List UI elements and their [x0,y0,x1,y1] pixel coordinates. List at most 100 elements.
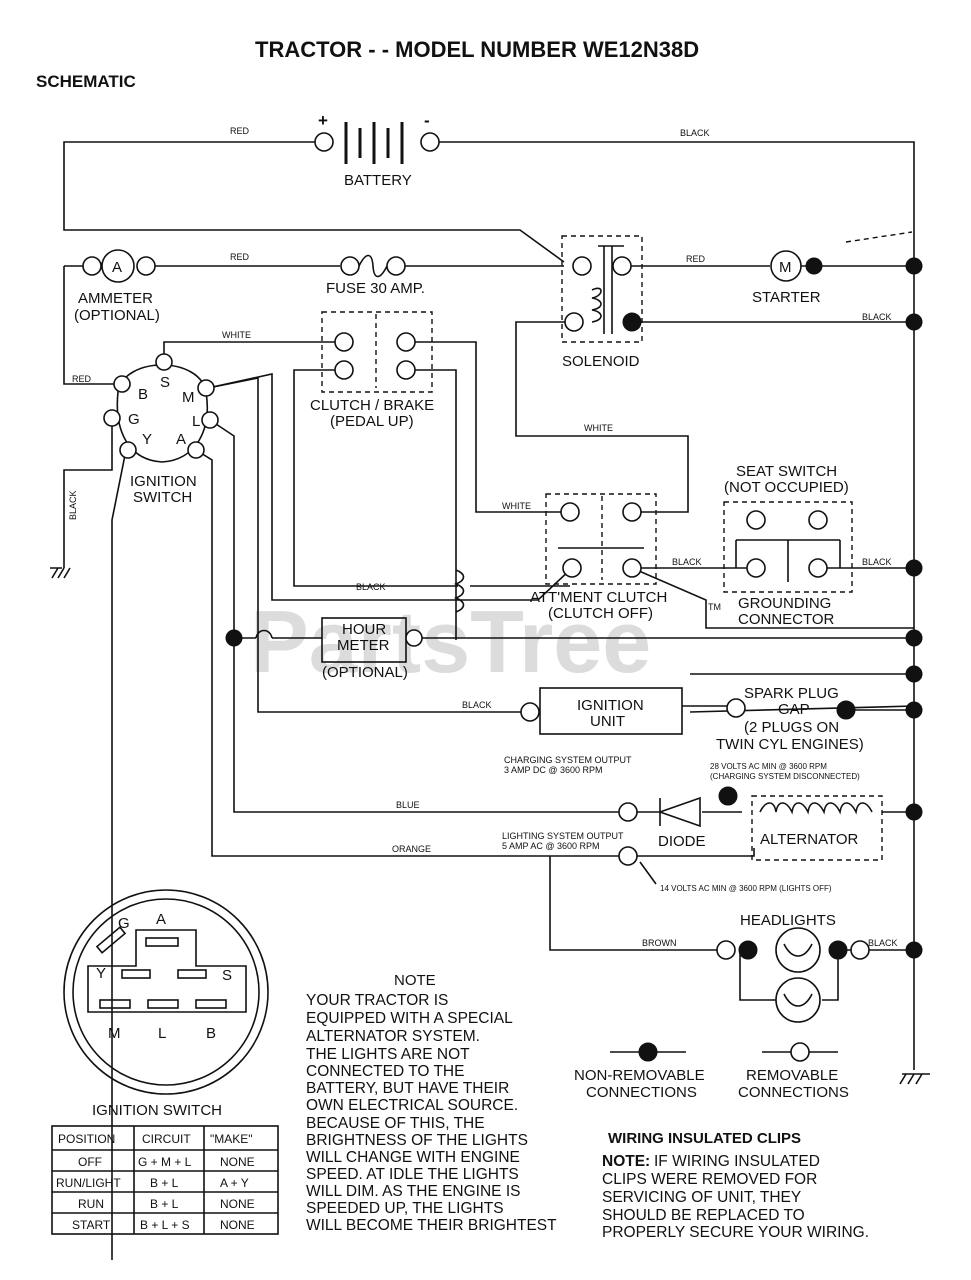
ign-terminal-b: B [138,386,148,403]
note-line: WILL DIM. AS THE ENGINE IS [306,1183,520,1200]
note-block: NOTE YOUR TRACTOR IS EQUIPPED WITH A SPE… [306,972,557,1234]
table-cell: NONE [220,1155,255,1169]
lights-voltage-spec: 14 VOLTS AC MIN @ 3600 RPM (LIGHTS OFF) [660,884,832,893]
wire-label-black-seat-left: BLACK [672,557,702,567]
starter: M STARTER [752,250,823,306]
alternator-voltage-spec-2: (CHARGING SYSTEM DISCONNECTED) [710,772,860,781]
note-line: BRIGHTNESS OF THE LIGHTS [306,1132,528,1149]
alternator-voltage-spec: 28 VOLTS AC MIN @ 3600 RPM [710,762,827,771]
ignition-unit-label: IGNITION [577,697,644,714]
seat-switch: SEAT SWITCH (NOT OCCUPIED) GROUNDING CON… [723,463,853,628]
legend-removable: REMOVABLE [746,1067,838,1084]
ignition-switch-table: POSITION CIRCUIT "MAKE" OFF G + M + L NO… [51,1125,279,1235]
ign-terminal-m: M [182,389,195,406]
ignition-unit-label-2: UNIT [590,713,625,730]
note-line: YOUR TRACTOR IS [306,992,448,1009]
ammeter-label: AMMETER [78,290,153,307]
solenoid-label: SOLENOID [562,353,640,370]
note-line: ALTERNATOR SYSTEM. [306,1028,480,1045]
wire-labels: RED BLACK RED RED BLACK WHITE RED BLACK … [68,126,898,948]
ign-terminal-l: L [192,413,200,430]
ignition-switch-table-title: IGNITION SWITCH [92,1102,222,1119]
table-cell: NONE [220,1218,255,1232]
ammeter-symbol: A [112,259,122,276]
ignition-switch-label: IGNITION [130,473,197,490]
ign-terminal-s: S [160,374,170,391]
table-header-position: POSITION [58,1132,115,1146]
table-cell: START [72,1218,111,1232]
alternator-label: ALTERNATOR [760,831,859,848]
table-cell: B + L [150,1176,179,1190]
spark-plug-note-2: TWIN CYL ENGINES) [716,736,864,753]
ignition-switch-label-2: SWITCH [133,489,192,506]
clips-title: WIRING INSULATED CLIPS [608,1130,801,1147]
battery: + - BATTERY [314,111,440,189]
lighting-output-spec-2: 5 AMP AC @ 3600 RPM [502,841,600,851]
legend-removable-2: CONNECTIONS [738,1084,849,1101]
fuse-label: FUSE 30 AMP. [326,280,425,297]
starter-symbol: M [779,259,792,276]
note-line: EQUIPPED WITH A SPECIAL [306,1010,513,1027]
lighting-output-spec: LIGHTING SYSTEM OUTPUT [502,831,624,841]
attachment-clutch-switch: ATT'MENT CLUTCH (CLUTCH OFF) [530,493,667,622]
wire-crossover [453,569,465,613]
wire-label-black-headlights: BLACK [868,938,898,948]
face-letter-g: G [118,915,130,932]
solenoid: SOLENOID [561,235,643,370]
wire-label-black-ground: BLACK [68,490,78,520]
table-header-circuit: CIRCUIT [142,1132,191,1146]
att-clutch-sublabel: (CLUTCH OFF) [548,605,653,622]
bus-junctions [905,257,923,959]
note-line: CONNECTED TO THE [306,1063,464,1080]
note-line: OWN ELECTRICAL SOURCE. [306,1097,518,1114]
wire-label-red-ammeter: RED [230,252,250,262]
note-line: WILL BECOME THEIR BRIGHTEST [306,1217,557,1234]
diode-label: DIODE [658,833,706,850]
ign-terminal-g: G [128,411,140,428]
wire-label-black-seat-right: BLACK [862,557,892,567]
wire-label-white-clutch: WHITE [222,330,251,340]
hour-meter-optional: (OPTIONAL) [322,664,408,681]
wire-label-white-attclutch: WHITE [502,501,531,511]
battery-minus: - [424,111,430,130]
clips-line: IF WIRING INSULATED [654,1153,820,1170]
hour-meter: HOUR METER (OPTIONAL) [225,617,423,681]
watermark: PartsTree [250,592,651,691]
table-cell: B + L + S [140,1218,190,1232]
note-line: BECAUSE OF THIS, THE [306,1115,485,1132]
table-cell: RUN/LIGHT [56,1176,121,1190]
hour-meter-label: HOUR [342,621,386,638]
page-title: TRACTOR - - MODEL NUMBER WE12N38D [255,37,699,62]
clips-line: SHOULD BE REPLACED TO [602,1207,805,1224]
face-letter-b: B [206,1025,216,1042]
clips-note-label: NOTE: [602,1153,650,1170]
clips-note: WIRING INSULATED CLIPS NOTE: IF WIRING I… [602,1130,869,1241]
att-clutch-label: ATT'MENT CLUTCH [530,589,667,606]
wire-label-red-starter: RED [686,254,706,264]
wire-label-red-battery: RED [230,126,250,136]
table-cell: B + L [150,1197,179,1211]
wire-label-black-solenoid: BLACK [862,312,892,322]
ign-terminal-a: A [176,431,186,448]
note-line: WILL CHANGE WITH ENGINE [306,1149,520,1166]
spark-plug-label: SPARK PLUG [744,685,839,702]
face-letter-m: M [108,1025,121,1042]
face-letter-s: S [222,967,232,984]
grounding-connector-sublabel: CONNECTOR [738,611,835,628]
clutch-brake-switch: CLUTCH / BRAKE (PEDAL UP) [310,311,434,430]
note-line: BATTERY, BUT HAVE THEIR [306,1080,509,1097]
legend-non-removable: NON-REMOVABLE [574,1067,705,1084]
clutch-brake-label: CLUTCH / BRAKE [310,397,434,414]
table-cell: A + Y [220,1176,249,1190]
wire-label-white-solenoid: WHITE [584,423,613,433]
charging-system: DIODE ALTERNATOR CHARGING SYSTEM OUTPUT … [502,755,883,893]
wire-label-black-ignition-unit: BLACK [462,700,492,710]
spark-plug-note: (2 PLUGS ON [744,719,839,736]
note-line: SPEEDED UP, THE LIGHTS [306,1200,504,1217]
fuse: FUSE 30 AMP. [326,254,425,297]
starter-label: STARTER [752,289,821,306]
clips-line: CLIPS WERE REMOVED FOR [602,1171,817,1188]
wire-label-brown: BROWN [642,938,677,948]
charging-output-spec: CHARGING SYSTEM OUTPUT [504,755,632,765]
